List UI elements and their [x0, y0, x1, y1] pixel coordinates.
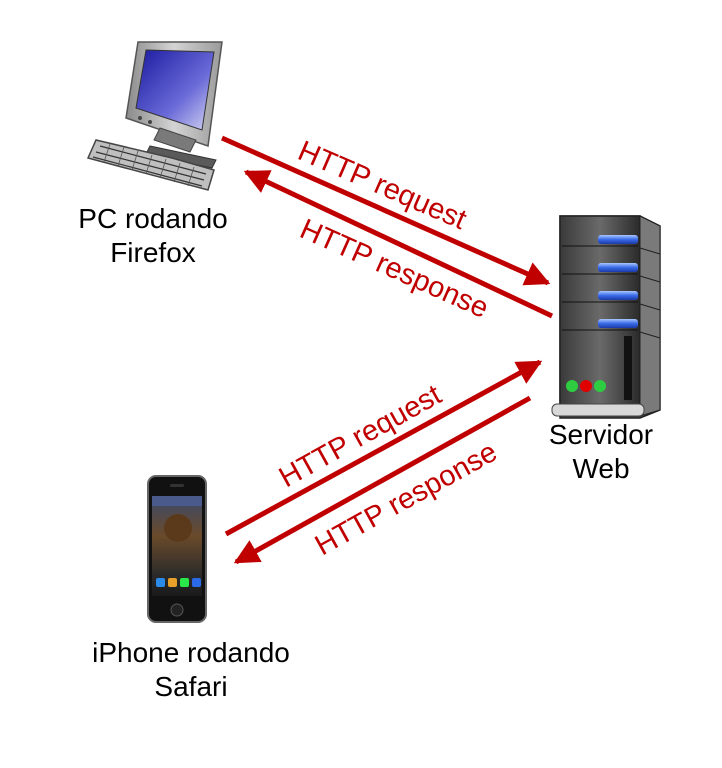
desktop-computer-icon: [86, 41, 223, 191]
iphone-label: iPhone rodando Safari: [56, 636, 326, 704]
server-label-line2: Web: [572, 453, 630, 484]
status-light-green-2: [594, 380, 606, 392]
status-light-red: [580, 380, 592, 392]
server-tower-icon: [551, 215, 661, 419]
iphone-label-line2: Safari: [154, 671, 228, 702]
iphone-request-arrow: [224, 359, 543, 537]
pc-label-line1: PC rodando: [78, 203, 228, 234]
pc-label: PC rodando Firefox: [48, 202, 258, 270]
iphone-label-line1: iPhone rodando: [92, 637, 290, 668]
drive-light-1: [598, 235, 638, 244]
pc-response-label: HTTP response: [295, 213, 493, 325]
pc-label-line2: Firefox: [110, 237, 196, 268]
server-label: Servidor Web: [520, 418, 682, 486]
drive-light-2: [598, 263, 638, 272]
iphone-response-arrow: [233, 395, 532, 565]
drive-light-3: [598, 291, 638, 300]
pc-request-arrow: [220, 135, 551, 286]
drive-light-4: [598, 319, 638, 328]
smartphone-icon: [147, 475, 207, 623]
status-light-green: [566, 380, 578, 392]
server-label-line1: Servidor: [548, 419, 654, 450]
pc-response-arrow: [243, 169, 554, 319]
